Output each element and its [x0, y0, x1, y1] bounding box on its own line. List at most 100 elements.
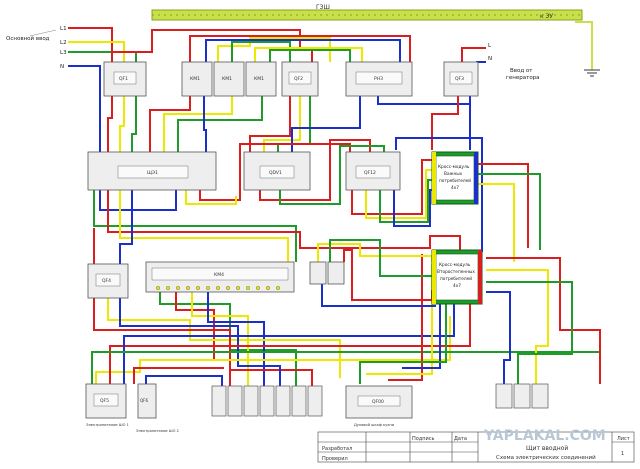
- voltage-relay: РНЗ: [345, 61, 413, 97]
- cross-top-line4: 4x7: [451, 185, 459, 191]
- wire-top-yellow-2: [254, 47, 363, 62]
- wire-qf2-yellow: [263, 96, 301, 152]
- qf6-caption: Электропитание ШО 2: [136, 429, 179, 433]
- qf1-label: QF1: [119, 76, 128, 82]
- wire-gen-l: [461, 47, 486, 62]
- generator-n-label: N: [488, 56, 492, 62]
- km1a-label: КМ1: [190, 76, 200, 82]
- breaker-qf1: QF1: [103, 61, 147, 97]
- wire-bottom-red-long: [109, 300, 471, 384]
- relay-label: QDV1: [269, 170, 282, 176]
- wire-top-red-2: [189, 35, 411, 62]
- wire-right-green: [486, 281, 573, 384]
- wire-pe-ground: [575, 21, 593, 70]
- cross-bottom-line4: 4x7: [453, 283, 461, 289]
- cross-top-line3: потребителей: [439, 177, 471, 184]
- wire-cross-low-blue: [402, 276, 441, 369]
- cross-top-line2: Важных: [444, 171, 463, 177]
- wire-small-blue: [321, 280, 436, 307]
- wire-right-blue: [486, 291, 511, 384]
- breaker-qf2: QF2: [281, 61, 319, 97]
- breaker-group-bottom: [211, 385, 323, 417]
- wire-left-blue: [119, 190, 133, 264]
- wire-qf4-yellow: [107, 298, 341, 378]
- wire-rvs-blue: [377, 96, 471, 138]
- rcd-qf00: QF00: [345, 385, 413, 419]
- breaker-group-right: [495, 383, 549, 409]
- ground-icon: [584, 69, 600, 77]
- wire-qf12-green: [379, 179, 432, 223]
- wire-cross-top-yellow: [478, 183, 515, 262]
- breaker-qf4: QF4: [87, 263, 129, 299]
- input-l2-label: L2: [60, 40, 67, 46]
- main-input-label: Основной ввод: [6, 35, 50, 42]
- contactor-km4: КМ4: [145, 261, 295, 293]
- input-labels: L1 L2 L3 N Основной ввод: [6, 26, 67, 70]
- pe-bus: ГЗШ к ЗУ: [151, 4, 600, 77]
- generator-labels: L N Ввод от генератора: [488, 43, 540, 81]
- watermark: YAPLAKAL.COM: [483, 428, 606, 444]
- wire-qf4-blue: [119, 298, 281, 386]
- relay-qdv: QDV1: [243, 151, 311, 191]
- qf6-label: QF6: [140, 398, 148, 403]
- qf5-label: QF5: [100, 398, 109, 404]
- wire-cross-top-red: [478, 163, 529, 248]
- title-checker: Проверил: [322, 456, 348, 462]
- wire-km-yellow: [163, 96, 233, 152]
- wire-small-yellow: [317, 243, 433, 262]
- wire-qf3-red: [431, 96, 459, 150]
- km1c-label: КМ1: [254, 76, 264, 82]
- title-line2: Схема электрических соединений: [496, 454, 596, 461]
- qf4-label: QF4: [102, 278, 111, 284]
- input-pointer: [29, 29, 57, 37]
- input-l3-label: L3: [60, 50, 67, 56]
- contactor-km1c: КМ1: [245, 61, 277, 97]
- wire-bottom-blue-long: [123, 300, 455, 384]
- title-sheet-value: 1: [621, 451, 624, 457]
- qf2-label: QF2: [294, 76, 303, 82]
- title-date-label: Дата: [454, 436, 467, 442]
- switch-ats: ЩЭ1: [87, 151, 217, 191]
- wire-km-green: [177, 96, 263, 152]
- rcd-caption: Духовой шкаф кухни: [354, 423, 395, 427]
- input-n-label: N: [60, 64, 64, 70]
- wire-right-red: [486, 257, 601, 384]
- wire-qf12-red: [351, 159, 432, 215]
- wire-ats-yellow: [185, 190, 237, 205]
- wire-l3: [68, 51, 137, 62]
- wire-mid-red-1: [107, 96, 113, 152]
- wire-km-red: [149, 96, 191, 152]
- wire-relay-red: [259, 139, 371, 201]
- ats-label: ЩЭ1: [147, 170, 158, 176]
- wire-top-green-1: [231, 41, 291, 62]
- wire-right-yellow: [486, 269, 549, 384]
- wire-l2: [68, 41, 125, 62]
- wire-left-red: [107, 190, 461, 254]
- qf3-label: QF3: [455, 76, 464, 82]
- title-line1: Щит вводной: [526, 445, 568, 452]
- wire-top-green-2: [269, 49, 351, 62]
- km4-label: КМ4: [214, 272, 224, 278]
- small-relay-1: [309, 261, 327, 285]
- wire-n-input: [68, 65, 101, 150]
- small-relay-2: [327, 261, 345, 285]
- wire-cross-low-green: [359, 290, 447, 384]
- input-l1-label: L1: [60, 26, 67, 32]
- wire-small-green: [329, 239, 432, 277]
- pe-bus-label: ГЗШ: [316, 4, 330, 11]
- wire-cross-top-green: [478, 173, 541, 250]
- title-developer: Разработал: [322, 446, 352, 452]
- wire-km4-blue: [207, 292, 265, 386]
- wire-qf12-yellow: [365, 169, 432, 219]
- wire-left-green: [93, 190, 297, 262]
- km4-terminals: [155, 286, 281, 291]
- breaker-qf6: QF6: [137, 383, 157, 419]
- rcd-label: QF00: [372, 399, 384, 405]
- title-sheet-label: Лист: [617, 436, 630, 442]
- contactor-km1b: КМ1: [213, 61, 245, 97]
- wire-mid-green-1: [131, 96, 137, 152]
- cross-top-line1: Кросс-модуль: [438, 164, 470, 170]
- generator-caption-2: генератора: [506, 75, 540, 81]
